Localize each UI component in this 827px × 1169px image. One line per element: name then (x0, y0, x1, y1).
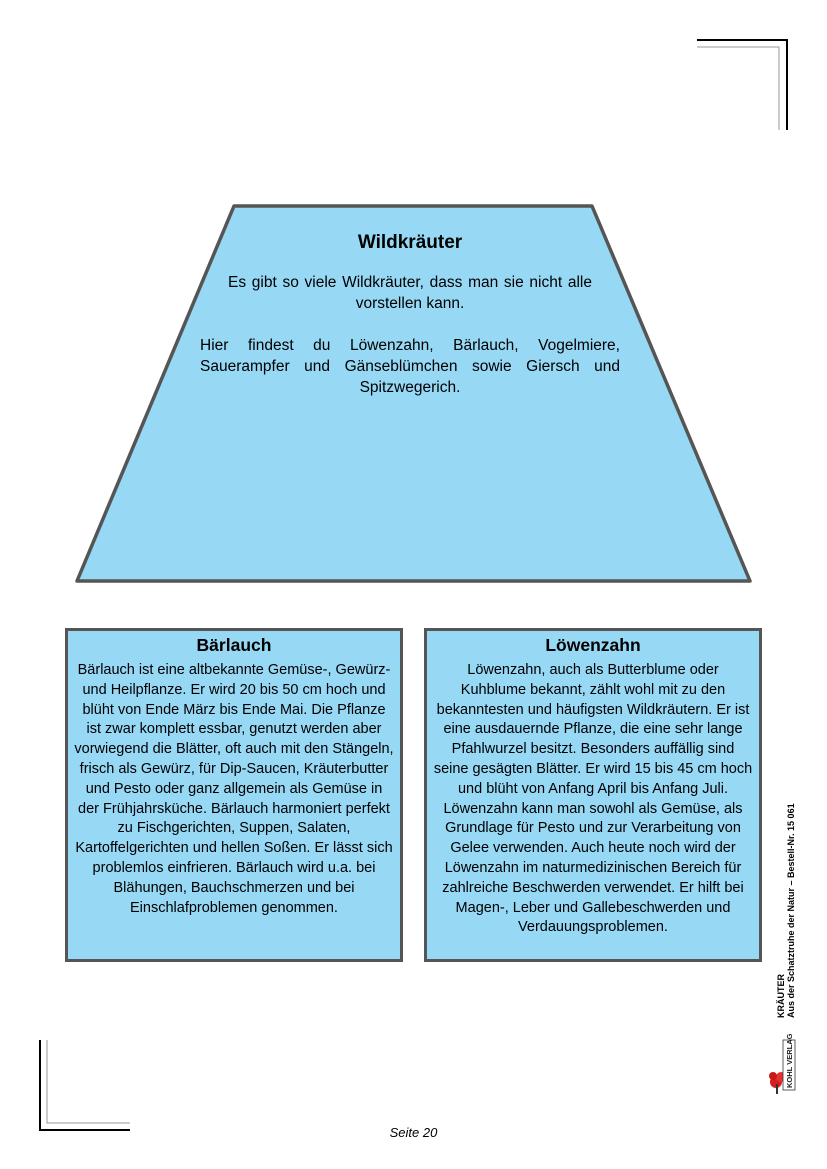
info-box-text: Löwenzahn, auch als Butterblume oder Kuh… (433, 662, 753, 936)
info-box-text: Bärlauch ist eine altbekannte Gemüse-, G… (74, 662, 394, 916)
logo-text: KOHL VERLAG (785, 1033, 794, 1088)
trapezoid-shape (75, 204, 752, 583)
trapezoid-paragraph-intro: Es gibt so viele Wildkräuter, dass man s… (228, 274, 592, 312)
trapezoid-title: Wildkräuter (357, 232, 463, 253)
corner-decoration-bottom-left (39, 1040, 130, 1131)
kohl-verlag-logo-icon: KOHL VERLAG (769, 1033, 796, 1094)
info-box-title: Bärlauch (196, 635, 272, 655)
info-box-loewenzahn: Löwenzahn Löwenzahn, auch als Butterblum… (424, 628, 762, 962)
publisher-logo: KOHL VERLAG (767, 1020, 797, 1095)
info-box-title: Löwenzahn (545, 635, 641, 655)
info-box-baerlauch: Bärlauch Bärlauch ist eine altbekannte G… (65, 628, 403, 962)
trapezoid-content: Wildkräuter Es gibt so viele Wildkräuter… (200, 228, 620, 398)
sidebar-line-subtitle: Aus der Schatztruhe der Natur – Bestell-… (786, 803, 796, 1018)
trapezoid-paragraph-list: Hier findest du Löwenzahn, Bärlauch, Vog… (200, 337, 620, 396)
corner-decoration-top-right (697, 39, 788, 130)
page-number: Seite 20 (389, 1125, 438, 1140)
publisher-sidebar-text: KRÄUTER Aus der Schatztruhe der Natur – … (776, 803, 796, 1018)
sidebar-line-title: KRÄUTER (776, 974, 786, 1018)
